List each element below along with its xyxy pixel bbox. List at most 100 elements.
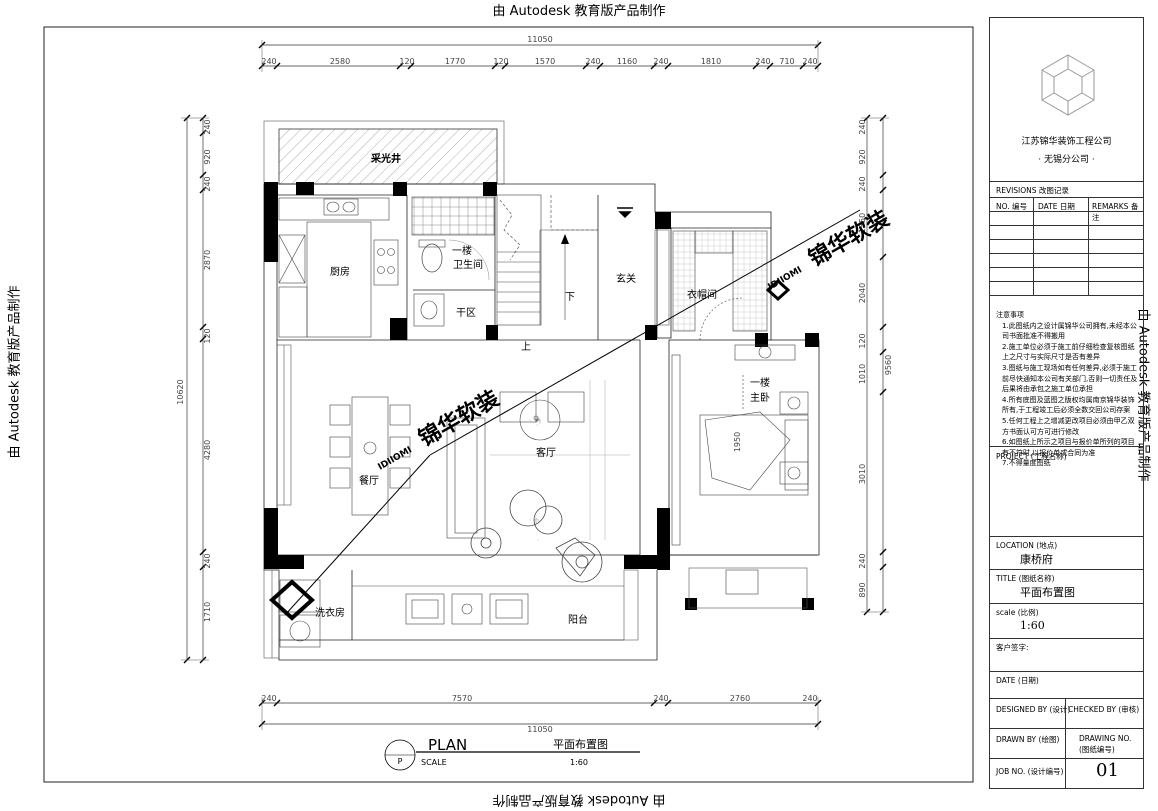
dim-right-0: 240 [858,119,867,134]
note-4: 4.所有底图及蓝图之版权均属南京锦华装饰所有,于工程竣工后必须全数交回公司存案 [1002,395,1135,415]
dim-top-3: 1770 [445,57,465,66]
col-date-label: DATE 日期 [1038,202,1075,211]
col-no-label: NO. 编号 [996,202,1027,211]
dim-left-1: 920 [203,149,212,164]
note-1: 1.此图纸内之设计属锦华公司拥有,未经本公司书面批准不得搬用 [1002,321,1137,341]
dim-top-1: 2580 [330,57,350,66]
caption-title: PLAN [428,736,467,754]
drawing-no-label: DRAWING NO. [1079,734,1132,743]
room-dining: 餐厅 [359,474,379,487]
room-foyer: 玄关 [616,272,636,285]
dim-top-9: 1810 [701,57,721,66]
designed-label: DESIGNED BY (设计) [996,705,1071,714]
note-2: 2.施工单位必须于施工前仔细检查复核图纸上之尺寸与实际尺寸是否有差异 [1002,342,1135,362]
client-label: 客户签字: [996,643,1029,652]
dim-top-8: 240 [653,57,668,66]
dim-top-7: 1160 [617,57,637,66]
dim-left-3: 2870 [203,250,212,270]
dim-right-4: 2040 [858,283,867,303]
drawn-label: DRAWN BY (绘图) [996,735,1060,744]
brand-mark-icon-right [765,278,791,302]
label-stairs-up: 上 [521,341,531,353]
note-7: 7.不得量度图纸 [1002,459,1051,468]
brand-mark-icon [269,579,315,621]
dim-left-5: 4280 [203,440,212,460]
note-6: 6.如图纸上所示之项目与报价单所列的项目有不符时,以报价单或合同为准 [1002,438,1135,457]
room-dry-area: 干区 [456,307,476,319]
revisions-label: REVISIONS 改图记录 [996,186,1069,195]
caption-marker-letter: P [398,757,403,766]
dimension-labels: 11050 240 2580 120 1770 120 1570 240 116… [261,35,817,734]
dim-top-total: 11050 [527,35,552,44]
room-balcony: 阳台 [568,613,588,626]
bed-dimension: 1950 [733,432,742,452]
room-bathroom-line1: 一楼 [452,244,472,257]
living-coffee-table-circles [470,489,603,583]
brand-logo-text-center: IDIIOMI [377,445,414,472]
dim-top-4: 120 [493,57,508,66]
room-kitchen: 厨房 [330,265,350,278]
dim-bottom-3: 2760 [730,694,750,703]
staircase [496,194,598,326]
dim-right-9: 890 [858,582,867,597]
dim-right-6: 1010 [858,364,867,384]
label-stairs-down: 下 [565,292,575,303]
dim-left-total: 10620 [176,379,185,404]
plan-caption: P PLAN 平面布置图 SCALE 1:60 [384,736,640,771]
dim-right-total: 9560 [884,355,893,375]
dim-right-8: 240 [858,553,867,568]
brand-name-right: 锦华软装 [804,205,893,272]
date-label: DATE (日期) [996,676,1039,685]
dim-left-4: 120 [203,328,212,343]
notes-block: 注意事项 1.此图纸内之设计属锦华公司拥有,未经本公司书面批准不得搬用 2.施工… [996,310,1138,469]
dim-top-5: 1570 [535,57,555,66]
room-master-line1: 一楼 [750,376,770,389]
living-furniture [446,391,585,541]
dim-bottom-total: 11050 [527,725,552,734]
room-bathroom-line2: 卫生间 [453,258,483,271]
dim-bottom-4: 240 [802,694,817,703]
dim-top-10: 240 [755,57,770,66]
dining-furniture [329,396,411,516]
company-name: 江苏锦华装饰工程公司 [1021,137,1112,147]
basin-icon [413,293,445,327]
company-logo-icon [1041,54,1095,116]
brand-name-center: 锦华软装 [414,385,503,452]
room-living: 客厅 [536,446,556,459]
dim-top-6: 240 [585,57,600,66]
brand-diagonal-line [429,209,861,456]
toilet-icon [421,243,443,273]
dim-top-0: 240 [261,57,276,66]
dimension-lines [186,44,884,725]
windows [263,229,808,659]
dim-left-7: 1710 [203,602,212,622]
notes-title: 注意事项 [996,311,1024,319]
wall-columns [264,182,819,610]
project-label: PROJECT (工程名称) [996,452,1067,461]
caption-scale: 1:60 [570,758,588,767]
drawing-no-label-cn: (图纸编号) [1079,745,1115,754]
caption-scale-label: SCALE [421,758,447,767]
dim-top-2: 120 [399,57,414,66]
dimension-labels-left: 10620 240 920 240 2870 120 4280 240 1710 [176,119,212,622]
caption-cn-title: 平面布置图 [553,738,608,751]
entrance-marker [617,207,633,219]
dim-left-2: 240 [203,176,212,191]
cloakroom-wardrobes [672,230,768,341]
company-branch: · 无锡分公司 · [1038,155,1095,165]
room-laundry: 洗衣房 [315,606,345,619]
room-skylight: 采光井 [370,152,401,165]
balcony-furniture [352,585,624,625]
shower-tiles [411,196,495,236]
title-value: 平面布置图 [1020,586,1075,599]
extension-lines [181,40,889,730]
laundry-fixtures [279,579,321,648]
location-label: LOCATION (地点) [996,541,1058,550]
dim-right-5: 120 [858,333,867,348]
dim-top-12: 240 [802,57,817,66]
job-no-value: 01 [1096,760,1119,781]
watermark-top: 由 Autodesk 教育版产品制作 [492,4,666,19]
location-value: 康桥府 [1020,553,1053,566]
dim-bottom-1: 7570 [452,694,472,703]
job-label: JOB NO. (设计编号) [996,767,1064,776]
